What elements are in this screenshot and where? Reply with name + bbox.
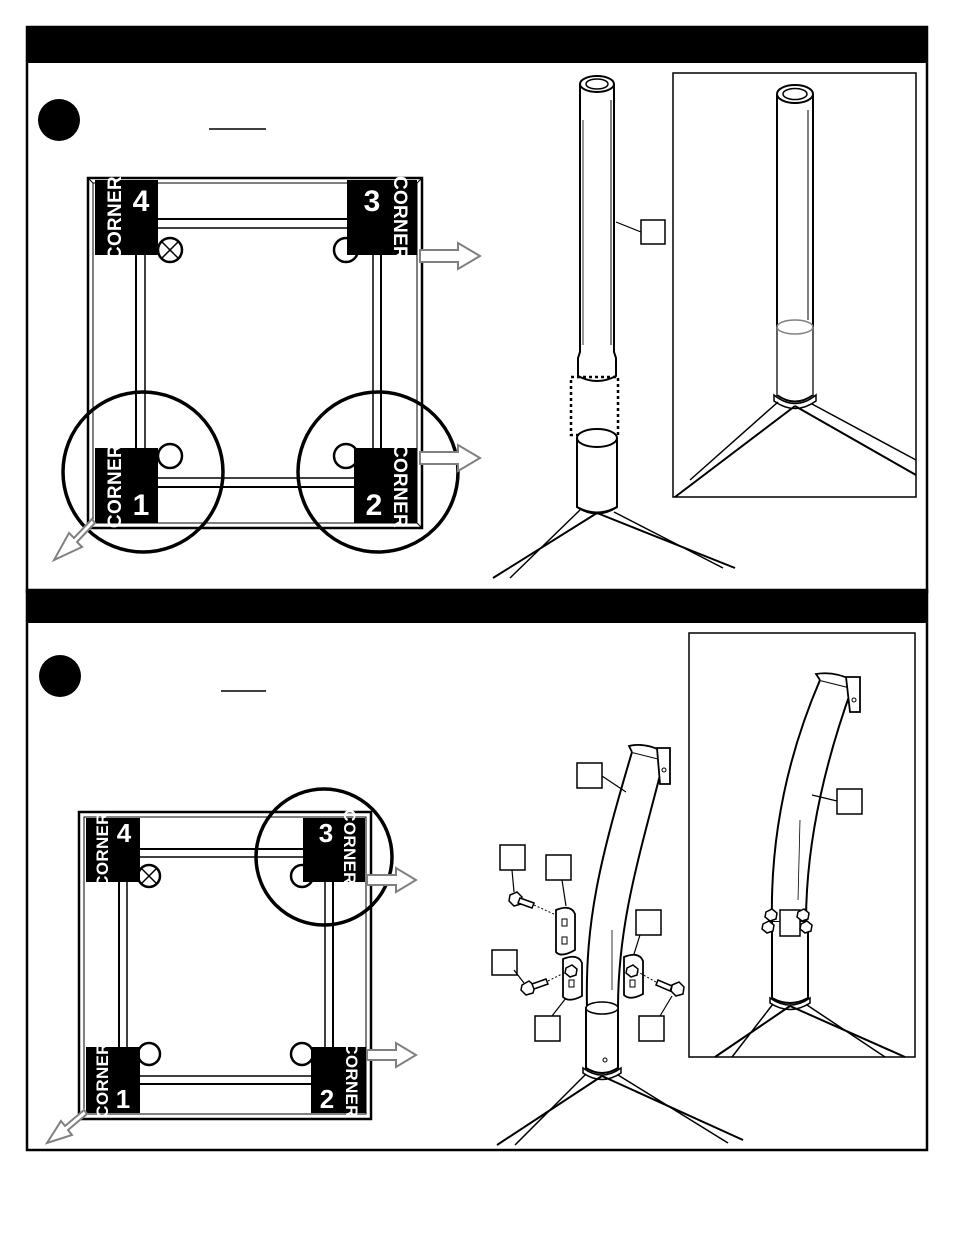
part-callout-box — [499, 844, 526, 871]
hole-open — [156, 442, 184, 470]
step-2-number-dot — [39, 655, 81, 697]
step-1-header-bar — [27, 27, 927, 63]
bracket-plate — [555, 906, 576, 956]
part-callout-box — [545, 854, 572, 881]
svg-text:3: 3 — [364, 185, 381, 218]
bolt-icon — [520, 971, 567, 996]
corner-label-4: CORNER 4 — [86, 812, 140, 888]
corner-label-3: 3 CORNER — [347, 176, 417, 260]
step-2-detail-inset — [688, 632, 916, 1058]
part-callout-box — [638, 1015, 665, 1042]
part-callout-box — [534, 1015, 561, 1042]
svg-text:CORNER: CORNER — [340, 809, 359, 884]
corner-label-1: CORNER 1 — [86, 1042, 140, 1118]
svg-text:2: 2 — [320, 1084, 334, 1114]
hole-open — [136, 1041, 162, 1067]
bolt-icon — [508, 891, 557, 916]
mount-plate-inner — [126, 856, 326, 1077]
direction-arrow-icon — [366, 866, 418, 894]
base-outer-frame — [86, 176, 424, 530]
direction-arrow-icon — [419, 443, 482, 473]
svg-text:2: 2 — [366, 489, 383, 522]
direction-arrow-icon — [366, 1041, 418, 1069]
corner-label-4: CORNER 4 — [95, 176, 158, 260]
part-callout-box — [576, 762, 603, 789]
svg-text:3: 3 — [319, 818, 333, 848]
step-2-header-bar — [27, 590, 927, 623]
bracket-plate — [562, 955, 583, 1001]
base-inner-frame — [92, 182, 418, 524]
direction-arrow-icon — [51, 517, 97, 563]
step-1-number-dot — [38, 99, 80, 141]
hole-open — [289, 1041, 315, 1067]
mount-plate-inner — [144, 227, 374, 479]
corner-label-1: CORNER 1 — [95, 444, 158, 528]
highlight-circle-corner-3 — [254, 787, 394, 927]
hole-crossed — [136, 863, 162, 889]
step-1-pole-exploded — [492, 75, 736, 579]
direction-arrow-icon — [419, 241, 482, 271]
svg-text:CORNER: CORNER — [105, 444, 126, 528]
svg-text:CORNER: CORNER — [105, 176, 126, 260]
svg-text:1: 1 — [133, 489, 150, 522]
direction-arrow-icon — [44, 1108, 89, 1145]
step-2-pole-exploded — [491, 743, 744, 1146]
mount-plate-outer — [135, 218, 382, 488]
base-inner-frame — [83, 816, 367, 1115]
highlight-circle-corner-1 — [61, 390, 225, 554]
bolt-icon — [637, 971, 685, 997]
svg-text:4: 4 — [117, 818, 132, 848]
step-1-panel: CORNER 4 3 CORNER CORNER 1 2 CORNER — [25, 25, 929, 594]
svg-text:CORNER: CORNER — [93, 1042, 112, 1117]
base-outer-frame — [77, 810, 373, 1121]
step-2-panel: CORNER 4 3 CORNER CORNER 1 2 CORNER — [25, 588, 929, 1152]
svg-text:1: 1 — [116, 1084, 130, 1114]
mount-plate-outer — [118, 848, 334, 1085]
step-1-detail-inset — [672, 72, 917, 498]
svg-text:CORNER: CORNER — [93, 812, 112, 887]
svg-text:CORNER: CORNER — [342, 1042, 361, 1117]
part-callout-box — [640, 219, 666, 245]
step-2-base-diagram: CORNER 4 3 CORNER CORNER 1 2 CORNER — [44, 787, 418, 1145]
corner-label-2: 2 CORNER — [354, 444, 417, 528]
step-1-base-diagram: CORNER 4 3 CORNER CORNER 1 2 CORNER — [51, 176, 482, 563]
corner-label-3: 3 CORNER — [303, 809, 365, 885]
part-callout-box — [491, 949, 518, 976]
part-callout-box — [635, 909, 662, 936]
svg-text:4: 4 — [133, 185, 150, 218]
hole-crossed — [156, 236, 184, 264]
corner-label-2: 2 CORNER — [311, 1042, 366, 1118]
part-callout-box — [836, 788, 863, 815]
part-callout-leader — [615, 221, 642, 233]
svg-text:CORNER: CORNER — [389, 444, 410, 528]
svg-text:CORNER: CORNER — [389, 176, 410, 260]
